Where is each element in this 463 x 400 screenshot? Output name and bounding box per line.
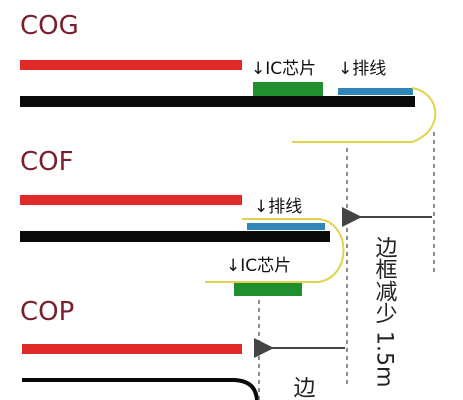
cof-ic-label: ↓IC芯片: [226, 256, 291, 276]
cof-fpc: [247, 223, 325, 230]
cog-title: COG: [20, 11, 79, 41]
bezel-reduction-label: 边框减少 1.5m: [372, 236, 398, 387]
cog-ic-chip: [253, 82, 323, 96]
cof-title: COF: [20, 147, 74, 177]
cog-fpc-label: ↓排线: [338, 59, 386, 79]
cop-substrate-curve: [22, 378, 259, 400]
cog-panel-bar: [20, 60, 242, 70]
cog-flex-line: [292, 87, 437, 143]
cop-panel-bar: [22, 344, 242, 354]
cof-flex-line: [205, 218, 345, 283]
cop-side-label: 边: [290, 376, 316, 398]
cog-fpc: [338, 88, 413, 95]
cof-fpc-label: ↓排线: [254, 197, 302, 217]
cof-panel-bar: [20, 195, 242, 205]
cof-substrate-bar: [20, 231, 330, 242]
cop-title: COP: [20, 297, 74, 327]
cof-ic-chip: [234, 283, 302, 296]
cog-ic-label: ↓IC芯片: [251, 59, 316, 79]
cog-substrate-bar: [20, 96, 415, 107]
